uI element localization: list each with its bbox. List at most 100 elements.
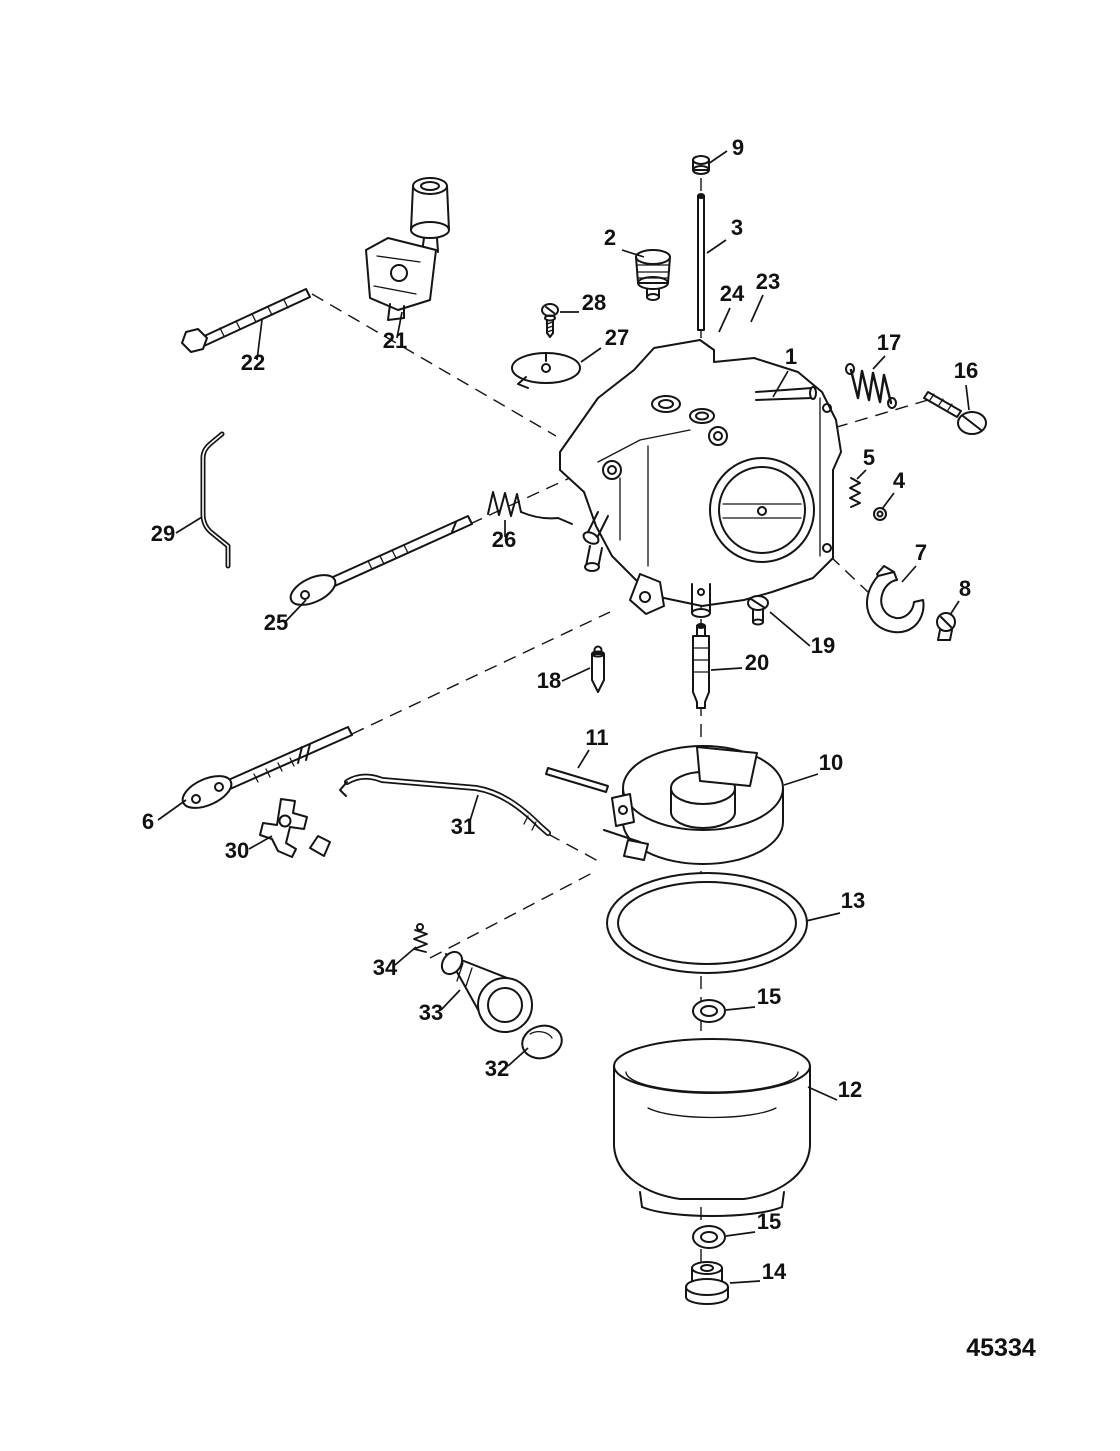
callout-33: 33 [419,1000,443,1025]
callout-5: 5 [863,445,875,470]
part-9-cap-nut [692,155,710,175]
part-30-cam [259,798,331,858]
callout-leader-31 [468,794,479,825]
part-26-spring [487,491,573,525]
part-19-screw [747,595,769,626]
callout-leader-30 [248,835,273,850]
callout-28: 28 [582,290,606,315]
callout-4: 4 [893,468,906,493]
callout-leader-7 [901,565,917,583]
part-3-rod [697,193,705,331]
callout-leader-22 [256,319,263,361]
callout-leader-15 [725,1006,756,1011]
part-15-washer-upper [692,999,726,1023]
part-31-link-rod [339,773,551,836]
callout-17: 17 [877,330,901,355]
callout-leader-11 [577,749,590,769]
callout-leader-9 [707,150,728,165]
callout-leader-21 [396,311,403,339]
callout-leader-4 [881,492,895,510]
callout-leader-12 [807,1086,838,1101]
part-2-cap [635,249,671,301]
callout-31: 31 [451,814,475,839]
callout-leader-14 [729,1280,761,1284]
callout-11: 11 [585,725,608,750]
part-22-bolt [181,288,311,353]
part-12-float-bowl [613,1038,811,1217]
callout-34: 34 [373,955,398,980]
callout-13: 13 [841,888,865,913]
part-20-main-jet [692,623,710,709]
part-29-link-rod [200,431,231,569]
callout-12: 12 [838,1077,862,1102]
callout-14: 14 [762,1259,787,1284]
callout-leader-19 [769,611,811,647]
part-32-seal [521,1024,563,1060]
callout-20: 20 [745,650,769,675]
callout-leader-25 [285,599,307,622]
callout-6: 6 [142,809,154,834]
callout-15: 15 [757,984,781,1009]
callout-leader-2 [621,249,645,258]
callout-leader-6 [157,799,187,821]
callout-10: 10 [819,750,843,775]
callout-leader-33 [440,989,461,1011]
figure-number: 45334 [966,1334,1036,1362]
part-11-float-pin [545,767,609,793]
part-15-washer-lower [692,1225,726,1249]
callout-16: 16 [954,358,978,383]
part-16-idle-screw [923,391,987,435]
callout-7: 7 [915,540,927,565]
callout-leader-24 [718,307,731,333]
callout-leader-1 [772,370,789,398]
callout-leader-10 [783,773,819,786]
callout-29: 29 [151,521,175,546]
callout-32: 32 [485,1056,509,1081]
callout-26: 26 [492,527,516,552]
callout-19: 19 [811,633,835,658]
callout-leader-20 [710,667,743,671]
callout-leader-29 [175,516,203,534]
part-5-spring [849,477,861,508]
part-28-screw [541,303,559,338]
callout-leader-18 [561,667,591,682]
part-14-drain-plug [685,1261,729,1305]
part-34-clip [413,923,428,953]
callout-leader-3 [706,239,727,254]
callout-9: 9 [732,135,744,160]
part-7-bracket [866,565,925,634]
callout-30: 30 [225,838,249,863]
part-33-funnel [440,950,533,1033]
part-1-carburetor-body [559,339,842,618]
callout-25: 25 [264,610,288,635]
callout-leader-15 [725,1231,756,1237]
callout-leader-8 [949,600,960,616]
callout-23: 23 [756,269,780,294]
callout-18: 18 [537,668,561,693]
callout-22: 22 [241,350,265,375]
callout-15: 15 [757,1209,781,1234]
part-18-needle-valve [591,645,605,693]
callout-1: 1 [785,344,797,369]
part-4-washer [873,507,887,521]
callout-leader-32 [507,1047,529,1067]
callout-leader-27 [580,347,602,363]
part-25-throttle-shaft [289,515,473,606]
callout-8: 8 [959,576,971,601]
callout-27: 27 [605,325,629,350]
callout-24: 24 [720,281,745,306]
callout-leader-17 [872,355,886,370]
callout-leader-5 [856,469,867,480]
callout-21: 21 [383,328,407,353]
callout-3: 3 [731,215,743,240]
part-17-spring [845,363,897,409]
callout-leader-16 [965,384,970,411]
callout-2: 2 [604,225,616,250]
callout-leader-13 [805,912,841,922]
part-10-float [603,745,784,865]
part-8-screw [936,612,956,641]
part-6-throttle-shaft-lower [181,726,353,809]
